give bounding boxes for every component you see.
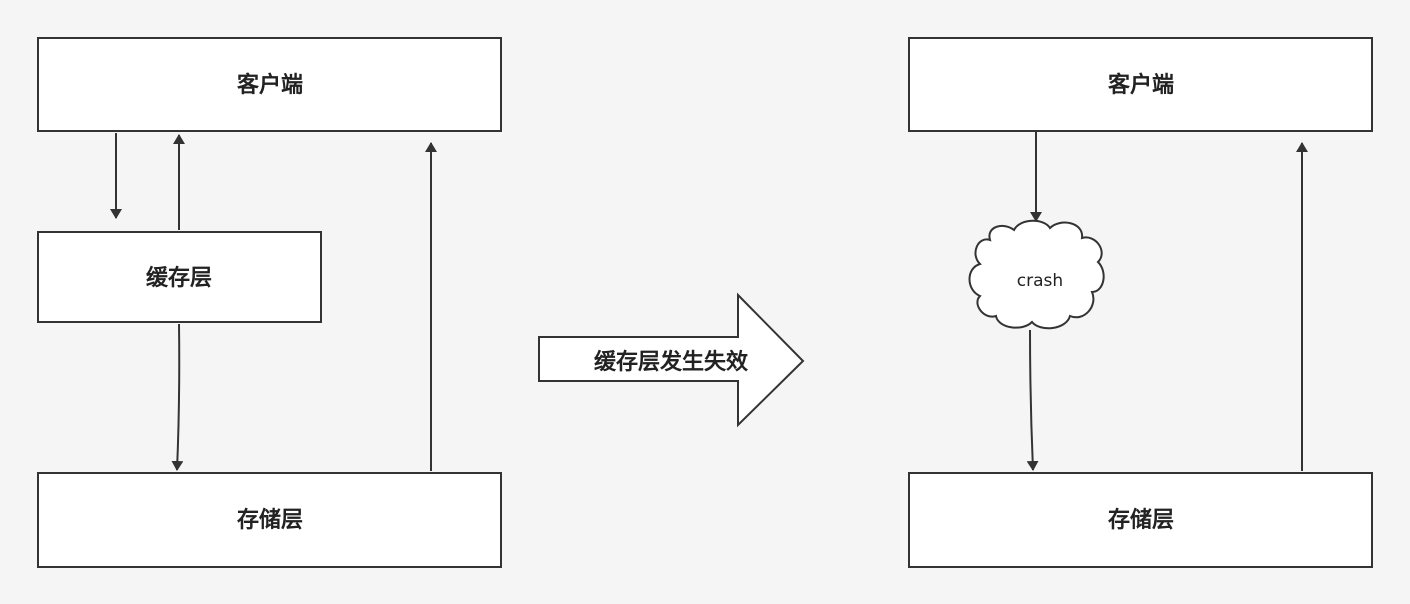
crash-cloud: [968, 219, 1105, 330]
cache-label: 缓存层: [146, 265, 212, 291]
after-panel: 客户端 存储层 crash: [908, 37, 1373, 568]
crash-label: crash: [1017, 271, 1063, 291]
transition-label: 缓存层发生失效: [594, 349, 748, 375]
storage-box: [37, 472, 502, 568]
client-box: [908, 37, 1373, 132]
before-panel: 客户端 缓存层 存储层: [37, 37, 502, 568]
client-box: [37, 37, 502, 132]
crash-to-storage-arrow: [1026, 329, 1039, 471]
storage-box: [908, 472, 1373, 568]
storage-label: 存储层: [1108, 507, 1174, 533]
cache-box: [37, 231, 322, 323]
storage-label: 存储层: [237, 507, 303, 533]
client-label: 客户端: [237, 72, 303, 98]
cache-to-storage-arrow: [171, 323, 184, 471]
client-label: 客户端: [1108, 72, 1174, 98]
transition-arrow-shape: [538, 292, 805, 428]
transition-arrow: 缓存层发生失效: [538, 292, 805, 428]
